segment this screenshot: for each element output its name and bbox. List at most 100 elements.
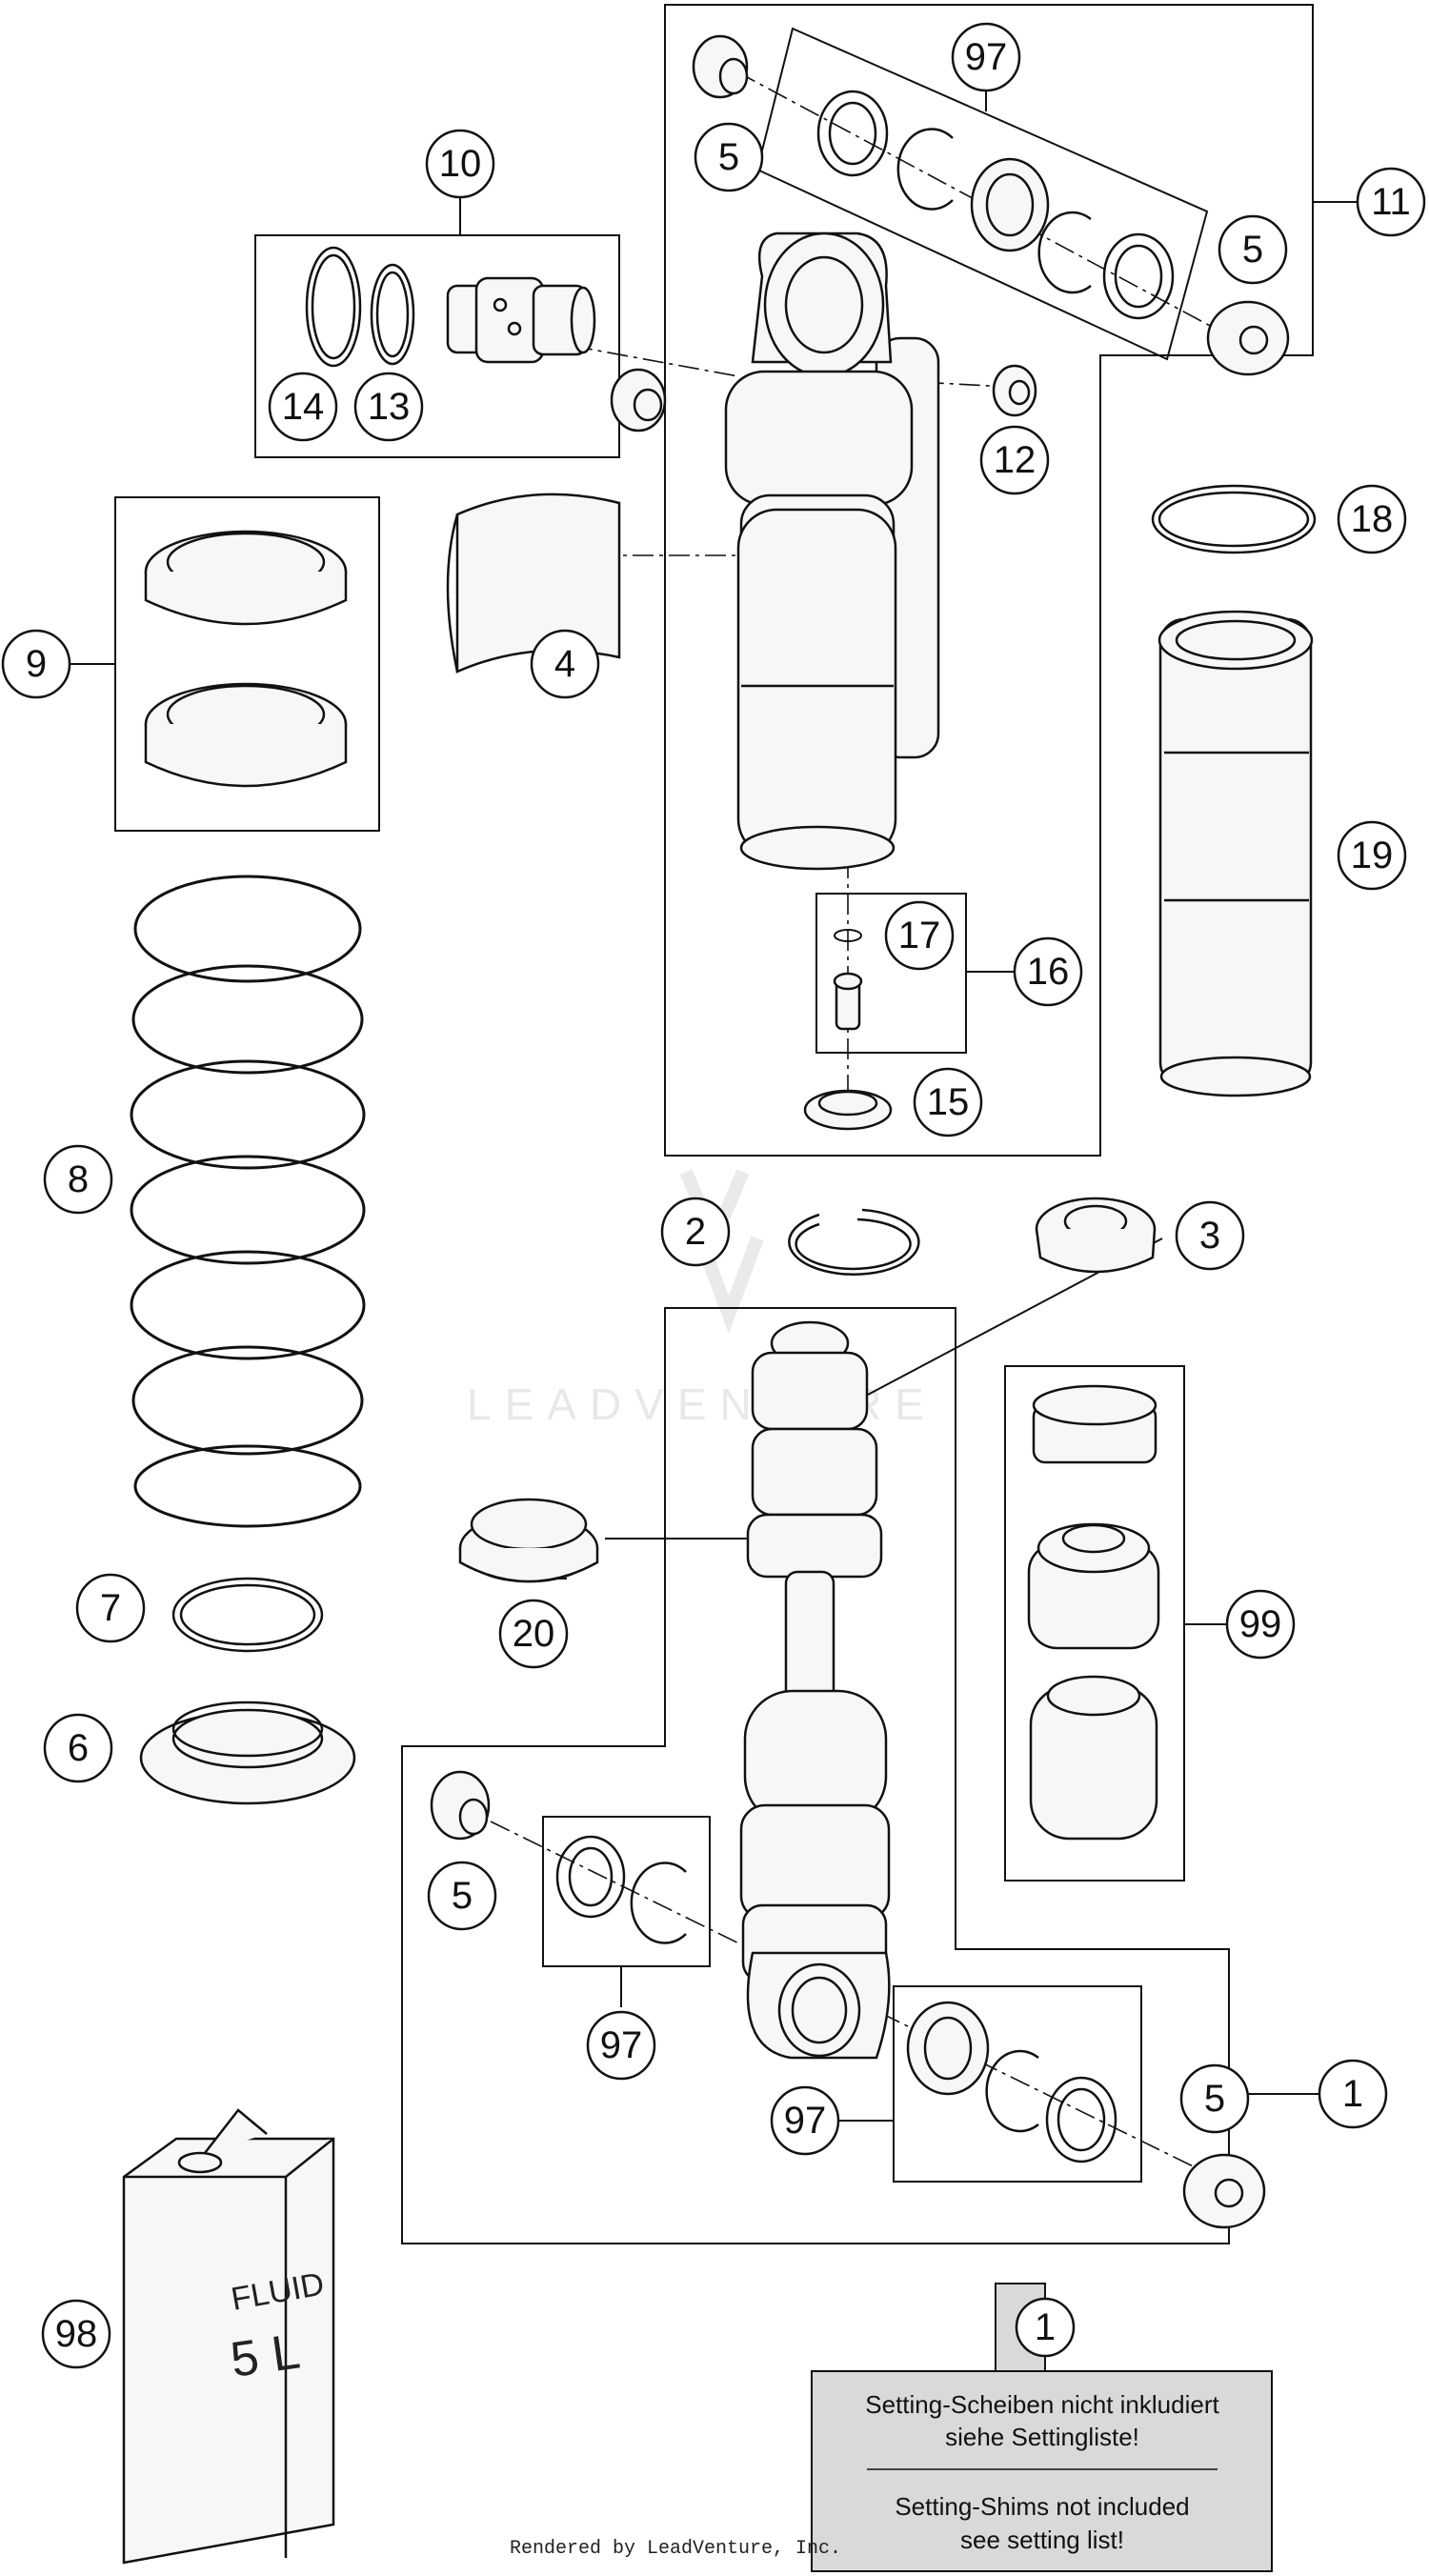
part-97-seal-set-top: [816, 90, 1175, 320]
part-10-adjuster: [446, 276, 596, 364]
part-5-bushing-top-left: [692, 34, 749, 99]
part-20-cap: [458, 1498, 599, 1583]
frame-shock-absorber-bottom: [401, 1307, 1230, 2244]
callout-2: 2: [685, 1211, 706, 1253]
callout-circle: [425, 129, 495, 199]
setting-note-en-line1: Setting-Shims not included: [895, 2492, 1189, 2521]
callout-5: 5: [452, 1875, 473, 1917]
callout-circle: [1175, 1200, 1245, 1271]
part-5-bushing-bottom-left: [430, 1770, 491, 1841]
callout-circle: [1013, 936, 1083, 1007]
shock-absorber-lower: [739, 1320, 891, 2060]
callout-circle: [660, 1197, 731, 1267]
callout-circle: [268, 372, 338, 442]
callout-circle: [1218, 214, 1288, 285]
callout-20: 20: [513, 1613, 555, 1655]
callout-3: 3: [1199, 1215, 1220, 1257]
callout-circle: [1225, 1589, 1296, 1660]
leader-lines: [70, 91, 1359, 2122]
callout-16: 16: [1027, 951, 1070, 993]
setting-note-ref: 1: [1035, 2306, 1056, 2348]
setting-note-en-line2: see setting list!: [960, 2526, 1124, 2554]
part-18-o-ring: [1151, 484, 1317, 554]
callout-17: 17: [898, 915, 941, 956]
callout-15: 15: [927, 1081, 970, 1123]
callout-19: 19: [1351, 835, 1394, 876]
callout-circle: [1179, 2063, 1250, 2134]
callout-circle: [427, 1861, 497, 1931]
frame-shock-absorber-top: [664, 4, 1314, 1157]
part-97-seal-set-right: [906, 2001, 1117, 2163]
callout-7: 7: [100, 1587, 121, 1629]
part-14-o-ring: [305, 246, 362, 368]
callout-5: 5: [718, 136, 739, 178]
callout-8: 8: [68, 1158, 89, 1200]
callout-4: 4: [554, 643, 575, 685]
callout-circle: [75, 1573, 146, 1643]
part-6-spring-seat: [139, 1701, 356, 1805]
callout-12: 12: [994, 439, 1037, 481]
group-frames: [114, 4, 1314, 2244]
callout-5: 5: [1242, 229, 1263, 271]
part-98-fluid-can: [122, 2108, 335, 2565]
part-97-seal-set-left: [555, 1835, 687, 1944]
shock-absorber-body: [610, 231, 940, 871]
part-15-cap: [803, 1089, 893, 1131]
fluid-can-volume: 5 L: [228, 2324, 304, 2387]
callout-circle: [770, 2085, 840, 2156]
callout-5: 5: [1204, 2078, 1225, 2120]
callout-circle: [1318, 2059, 1388, 2129]
callout-10: 10: [439, 143, 482, 185]
callout-circle: [43, 1144, 113, 1215]
callout-circle: [1337, 820, 1407, 891]
callout-circle: [530, 629, 600, 699]
callout-97: 97: [965, 36, 1008, 78]
part-99-kit: [1027, 1384, 1160, 1841]
callouts: [1, 22, 1426, 2369]
part-16-valve: [833, 972, 863, 1031]
callout-99: 99: [1239, 1603, 1282, 1645]
part-9-lock-nuts: [144, 530, 348, 788]
callout-circle: [913, 1067, 983, 1137]
callout-circle: [694, 122, 764, 192]
frame-item-97-right: [893, 1985, 1142, 2183]
part-5-bushing-top-right: [1206, 300, 1290, 376]
callout-18: 18: [1351, 498, 1394, 540]
callout-97: 97: [600, 2024, 643, 2066]
footer-credit: Rendered by LeadVenture, Inc.: [510, 2538, 841, 2560]
callout-14: 14: [282, 386, 325, 428]
callout-97: 97: [784, 2100, 827, 2142]
part-19-reservoir: [1157, 610, 1314, 1097]
part-13-o-ring: [370, 263, 415, 366]
callout-13: 13: [368, 386, 411, 428]
callout-circle: [951, 22, 1021, 92]
part-17-washer: [834, 929, 862, 942]
callout-circle: [353, 372, 424, 442]
callout-circle: [586, 2010, 656, 2081]
callout-circle: [1356, 167, 1426, 237]
part-12-plug: [992, 364, 1037, 417]
setting-note-de-line1: Setting-Scheiben nicht inkludiert: [865, 2390, 1219, 2419]
part-3-rebound-adjuster: [1035, 1197, 1157, 1274]
part-2-circlip: [788, 1208, 920, 1276]
callout-circle: [41, 2299, 111, 2369]
part-4-sticker-sleeve: [446, 493, 621, 674]
callout-98: 98: [55, 2313, 98, 2355]
callout-circle: [884, 900, 955, 971]
callout-circle: [1, 629, 71, 699]
part-8-spring: [130, 875, 366, 1528]
callout-9: 9: [26, 643, 47, 685]
frame-item-97-top: [755, 27, 1209, 361]
frame-item-10: [254, 234, 620, 458]
frame-item-16: [815, 893, 967, 1054]
callout-1: 1: [1342, 2073, 1363, 2115]
callout-11: 11: [1371, 181, 1411, 223]
callout-circle: [979, 425, 1050, 495]
setting-note: 1 Setting-Scheiben nicht inkludiert sieh…: [811, 2283, 1273, 2572]
callout-circle: [498, 1599, 569, 1669]
setting-note-de-line2: siehe Settingliste!: [945, 2423, 1139, 2451]
part-7-retaining-ring: [171, 1577, 324, 1653]
callout-6: 6: [68, 1727, 89, 1769]
callout-circle: [1337, 484, 1407, 554]
